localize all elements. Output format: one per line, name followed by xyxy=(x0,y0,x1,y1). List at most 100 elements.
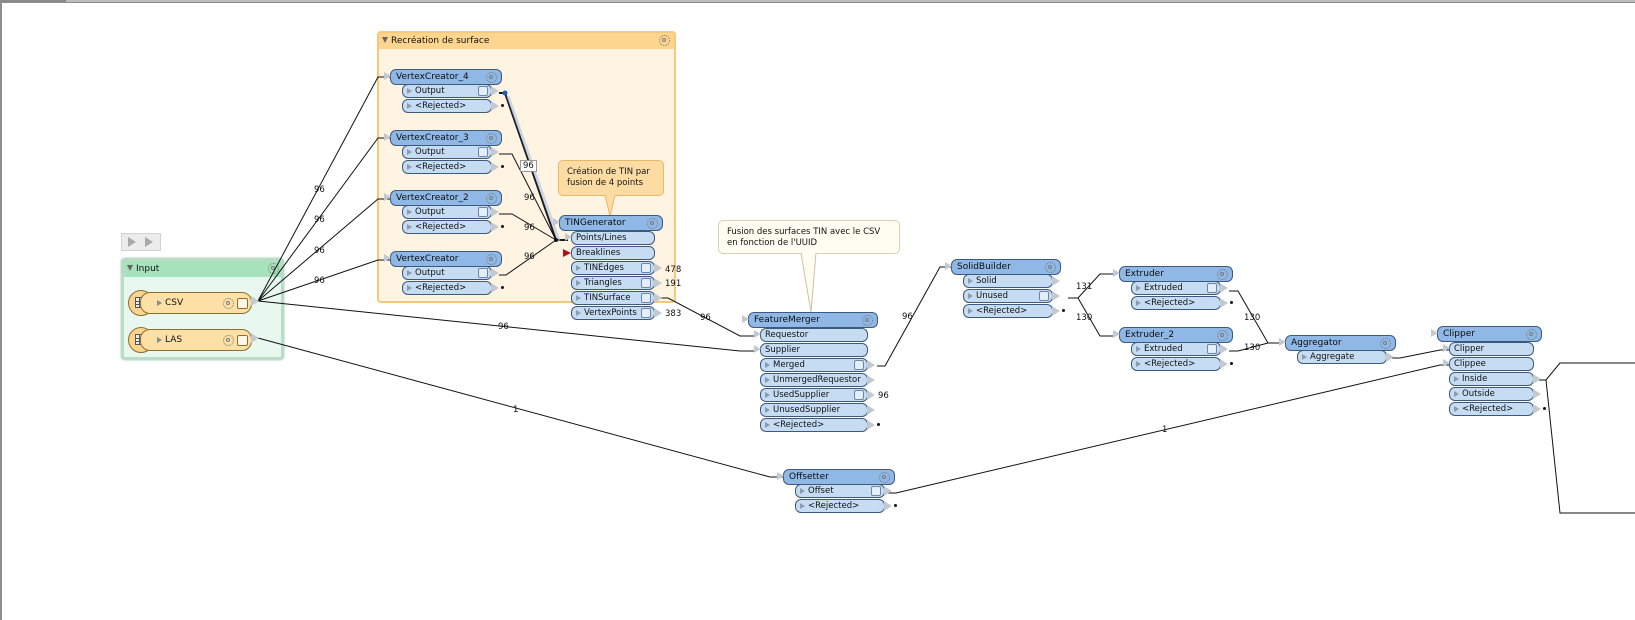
expand-icon[interactable] xyxy=(576,310,581,316)
expand-icon[interactable] xyxy=(1136,361,1141,367)
input-port-arrow[interactable] xyxy=(754,345,761,353)
inspect-checkbox[interactable] xyxy=(641,263,651,273)
gear-icon[interactable] xyxy=(647,217,658,229)
expand-icon[interactable] xyxy=(765,377,770,383)
expand-icon[interactable] xyxy=(407,285,412,291)
gear-icon[interactable] xyxy=(1217,268,1228,280)
expand-icon[interactable] xyxy=(407,270,412,276)
inspect-checkbox[interactable] xyxy=(478,268,488,278)
output-port-arrow[interactable] xyxy=(1220,344,1228,354)
expand-icon[interactable] xyxy=(1454,391,1459,397)
output-port-arrow[interactable] xyxy=(1052,291,1060,301)
gear-icon[interactable] xyxy=(1380,337,1391,349)
expand-icon[interactable] xyxy=(765,392,770,398)
output-port[interactable]: <Rejected> xyxy=(1131,357,1221,371)
reader-las[interactable]: LAS xyxy=(140,329,252,351)
input-port-arrow[interactable] xyxy=(1431,329,1438,337)
output-port[interactable]: Solid xyxy=(963,274,1053,288)
output-port-arrow[interactable] xyxy=(1220,298,1228,308)
expand-icon[interactable] xyxy=(1136,285,1141,291)
gear-icon[interactable] xyxy=(223,297,234,309)
inspect-checkbox[interactable] xyxy=(237,298,248,309)
input-port-arrow[interactable] xyxy=(742,315,749,323)
input-port-arrow[interactable] xyxy=(384,72,391,80)
output-port-arrow[interactable] xyxy=(491,101,499,111)
input-port[interactable]: Requestor xyxy=(760,328,868,342)
transformer-vc1[interactable]: VertexCreator xyxy=(390,251,502,267)
output-port[interactable]: Unused xyxy=(963,289,1053,303)
expand-icon[interactable] xyxy=(1454,406,1459,412)
transformer-fm[interactable]: FeatureMerger xyxy=(748,312,878,328)
output-port-arrow[interactable] xyxy=(251,296,259,306)
output-port-arrow[interactable] xyxy=(1533,404,1541,414)
expand-icon[interactable] xyxy=(157,337,162,343)
expand-icon[interactable] xyxy=(765,407,770,413)
inspect-checkbox[interactable] xyxy=(854,360,864,370)
expand-icon[interactable] xyxy=(576,265,581,271)
inspect-checkbox[interactable] xyxy=(478,86,488,96)
expand-icon[interactable] xyxy=(407,149,412,155)
output-port[interactable]: <Rejected> xyxy=(402,99,492,113)
output-port[interactable]: UnusedSupplier xyxy=(760,403,868,417)
expand-icon[interactable] xyxy=(968,308,973,314)
output-port-arrow[interactable] xyxy=(1052,276,1060,286)
output-port[interactable]: Inside xyxy=(1449,372,1534,386)
inspect-checkbox[interactable] xyxy=(1039,291,1049,301)
input-port[interactable]: Points/Lines xyxy=(571,231,655,245)
output-port[interactable]: UsedSupplier xyxy=(760,388,868,402)
output-port[interactable]: Output xyxy=(402,266,492,280)
transformer-off[interactable]: Offsetter xyxy=(783,469,895,485)
inspect-checkbox[interactable] xyxy=(641,278,651,288)
input-port[interactable]: Clippee xyxy=(1449,357,1534,371)
gear-icon[interactable] xyxy=(879,471,890,483)
transformer-sb[interactable]: SolidBuilder xyxy=(951,259,1061,275)
inspect-checkbox[interactable] xyxy=(871,486,881,496)
output-port-arrow[interactable] xyxy=(1533,374,1541,384)
output-port[interactable]: <Rejected> xyxy=(795,499,885,513)
output-port-arrow[interactable] xyxy=(1386,352,1394,362)
annotation-merge[interactable]: Fusion des surfaces TIN avec le CSV en f… xyxy=(718,220,900,254)
output-port[interactable]: UnmergedRequestor xyxy=(760,373,868,387)
gear-icon[interactable] xyxy=(1526,328,1537,340)
output-port[interactable]: <Rejected> xyxy=(760,418,868,432)
gear-icon[interactable] xyxy=(486,192,497,204)
output-port-arrow[interactable] xyxy=(867,405,875,415)
expand-icon[interactable] xyxy=(157,300,162,306)
output-port-arrow[interactable] xyxy=(491,268,499,278)
expand-icon[interactable] xyxy=(407,224,412,230)
input-port-arrow[interactable] xyxy=(565,233,572,241)
output-port[interactable]: Output xyxy=(402,145,492,159)
output-port[interactable]: Aggregate xyxy=(1297,350,1387,364)
inspect-checkbox[interactable] xyxy=(854,390,864,400)
output-port-arrow[interactable] xyxy=(491,207,499,217)
output-port-arrow[interactable] xyxy=(884,501,892,511)
collapse-icon[interactable] xyxy=(127,265,133,271)
output-port[interactable]: Triangles xyxy=(571,276,655,290)
gear-icon[interactable] xyxy=(659,35,670,46)
annotation-tin[interactable]: Création de TIN par fusion de 4 points xyxy=(558,160,664,196)
input-port[interactable]: Clipper xyxy=(1449,342,1534,356)
inspect-checkbox[interactable] xyxy=(641,308,651,318)
output-port-arrow[interactable] xyxy=(654,293,662,303)
output-port-arrow[interactable] xyxy=(491,222,499,232)
transformer-ex1[interactable]: Extruder xyxy=(1119,266,1233,282)
gear-icon[interactable] xyxy=(268,263,279,274)
expand-icon[interactable] xyxy=(968,293,973,299)
input-port-arrow[interactable] xyxy=(754,330,761,338)
transformer-agg[interactable]: Aggregator xyxy=(1285,335,1396,351)
active-tab-indicator[interactable] xyxy=(0,0,66,2)
expand-icon[interactable] xyxy=(576,280,581,286)
gear-icon[interactable] xyxy=(862,314,873,326)
transformer-ex2[interactable]: Extruder_2 xyxy=(1119,327,1233,343)
inspect-checkbox[interactable] xyxy=(478,207,488,217)
expand-icon[interactable] xyxy=(576,295,581,301)
input-port[interactable]: Supplier xyxy=(760,343,868,357)
output-port[interactable]: Output xyxy=(402,84,492,98)
output-port[interactable]: <Rejected> xyxy=(963,304,1053,318)
transformer-tin[interactable]: TINGenerator xyxy=(559,215,663,231)
expand-icon[interactable] xyxy=(1454,376,1459,382)
play-plus-icon[interactable] xyxy=(145,237,153,247)
collapse-icon[interactable] xyxy=(382,37,388,43)
output-port-arrow[interactable] xyxy=(1220,359,1228,369)
output-port[interactable]: <Rejected> xyxy=(402,281,492,295)
